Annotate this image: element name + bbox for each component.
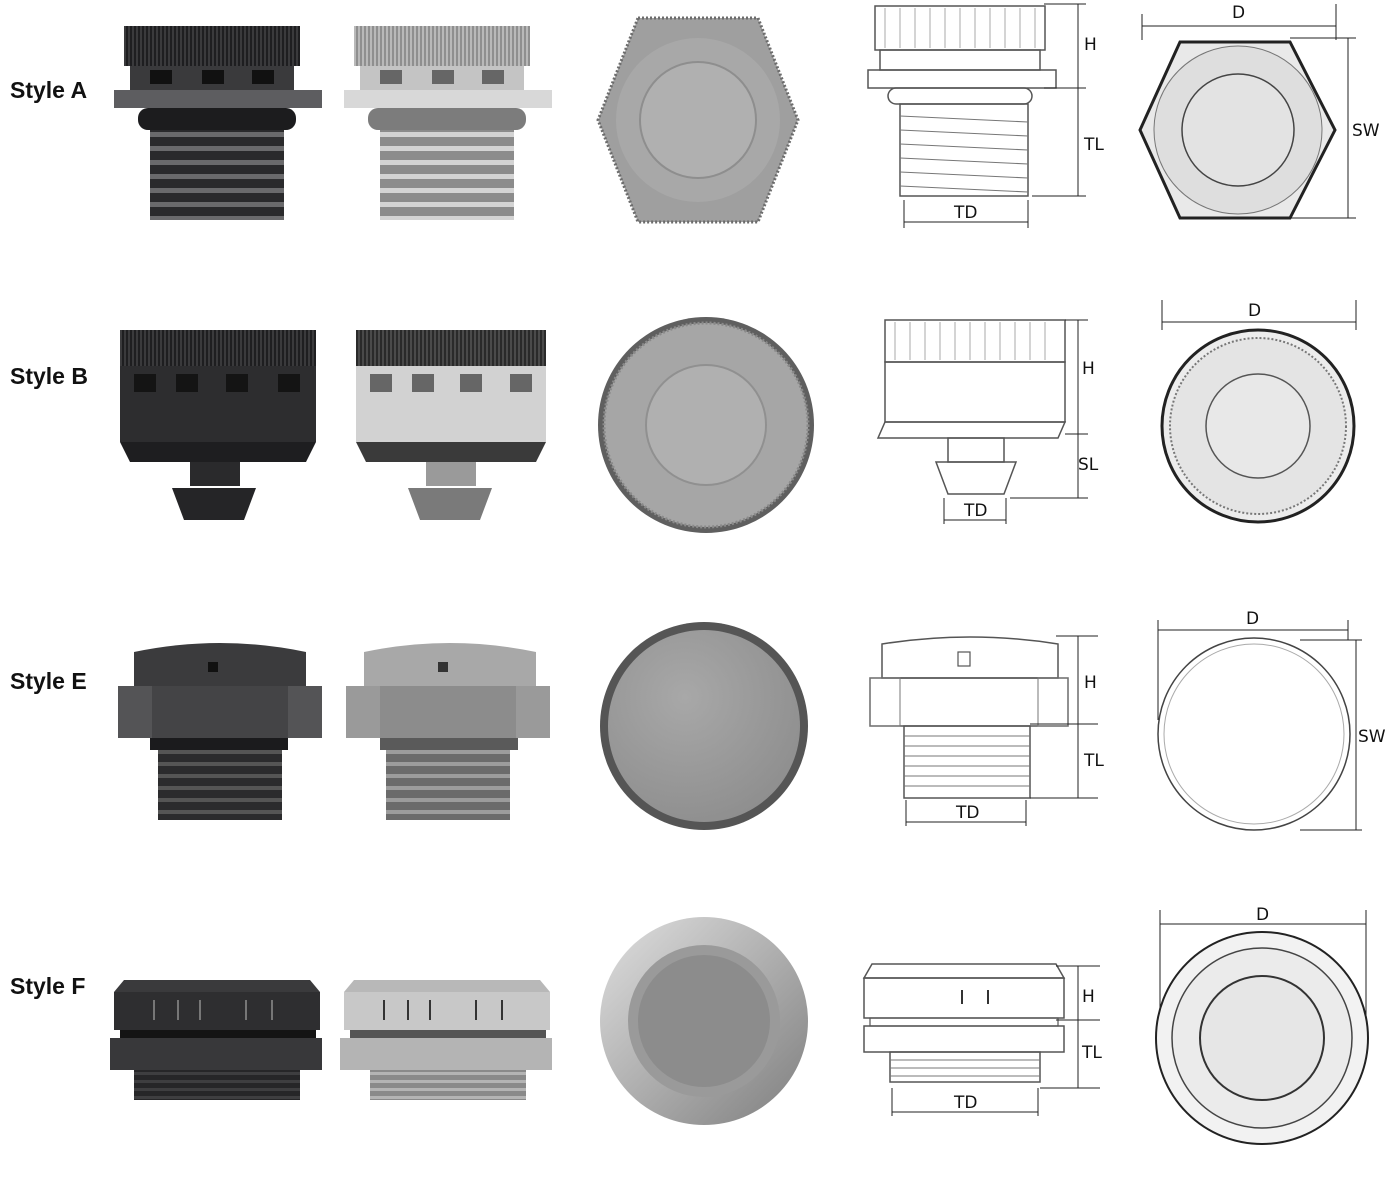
style-b-sl-label: SL xyxy=(1078,455,1099,475)
style-e-label: Style E xyxy=(10,668,87,694)
style-e-gray-side-view xyxy=(346,643,550,820)
style-a-row: Style A xyxy=(0,0,1395,250)
style-e-row: Style E xyxy=(0,600,1395,850)
style-b-h-label: H xyxy=(1082,359,1095,379)
style-b-top-dimension-drawing: D xyxy=(1160,300,1357,524)
style-e-d-label: D xyxy=(1246,609,1259,629)
style-a-h-label: H xyxy=(1084,35,1097,55)
style-a-label: Style A xyxy=(10,77,88,103)
style-f-row: Style F xyxy=(0,900,1395,1150)
style-a-td-label: TD xyxy=(953,203,977,223)
style-b-black-side-view xyxy=(120,330,316,520)
style-a-d-label: D xyxy=(1232,3,1245,23)
style-f-h-label: H xyxy=(1082,987,1095,1007)
style-a-top-dimension-drawing: D SW xyxy=(1138,3,1380,220)
style-e-td-label: TD xyxy=(955,803,979,823)
style-b-row: Style B xyxy=(0,290,1395,540)
style-b-dimension-drawing: H SL TD xyxy=(876,319,1099,524)
style-b-d-label: D xyxy=(1248,301,1261,321)
style-a-black-side-view xyxy=(114,26,322,220)
style-e-dimension-drawing: H TL TD xyxy=(869,635,1104,826)
style-f-gray-side-view xyxy=(340,980,552,1100)
style-b-gray-side-view xyxy=(356,330,546,520)
style-a-sw-label: SW xyxy=(1352,121,1380,141)
style-f-top-view xyxy=(600,917,808,1125)
style-b-td-label: TD xyxy=(963,501,987,521)
style-a-dimension-drawing: H TL TD xyxy=(867,3,1104,228)
style-e-top-dimension-drawing: D SW xyxy=(1157,609,1386,831)
style-f-black-side-view xyxy=(110,980,322,1100)
style-b-top-view xyxy=(598,317,814,533)
style-e-tl-label: TL xyxy=(1083,751,1104,771)
style-f-tl-label: TL xyxy=(1081,1043,1102,1063)
style-f-dimension-drawing: H TL TD xyxy=(862,963,1102,1116)
style-a-top-view xyxy=(596,16,800,224)
style-a-tl-label: TL xyxy=(1083,135,1104,155)
style-f-d-label: D xyxy=(1256,905,1269,925)
style-f-label: Style F xyxy=(10,973,86,999)
style-e-black-side-view xyxy=(118,643,322,820)
style-e-h-label: H xyxy=(1084,673,1097,693)
style-e-top-view xyxy=(600,622,808,830)
style-b-label: Style B xyxy=(10,363,88,389)
style-f-top-dimension-drawing: D xyxy=(1155,905,1369,1145)
style-a-gray-side-view xyxy=(344,26,552,220)
style-f-td-label: TD xyxy=(953,1093,977,1113)
style-e-sw-label: SW xyxy=(1358,727,1386,747)
